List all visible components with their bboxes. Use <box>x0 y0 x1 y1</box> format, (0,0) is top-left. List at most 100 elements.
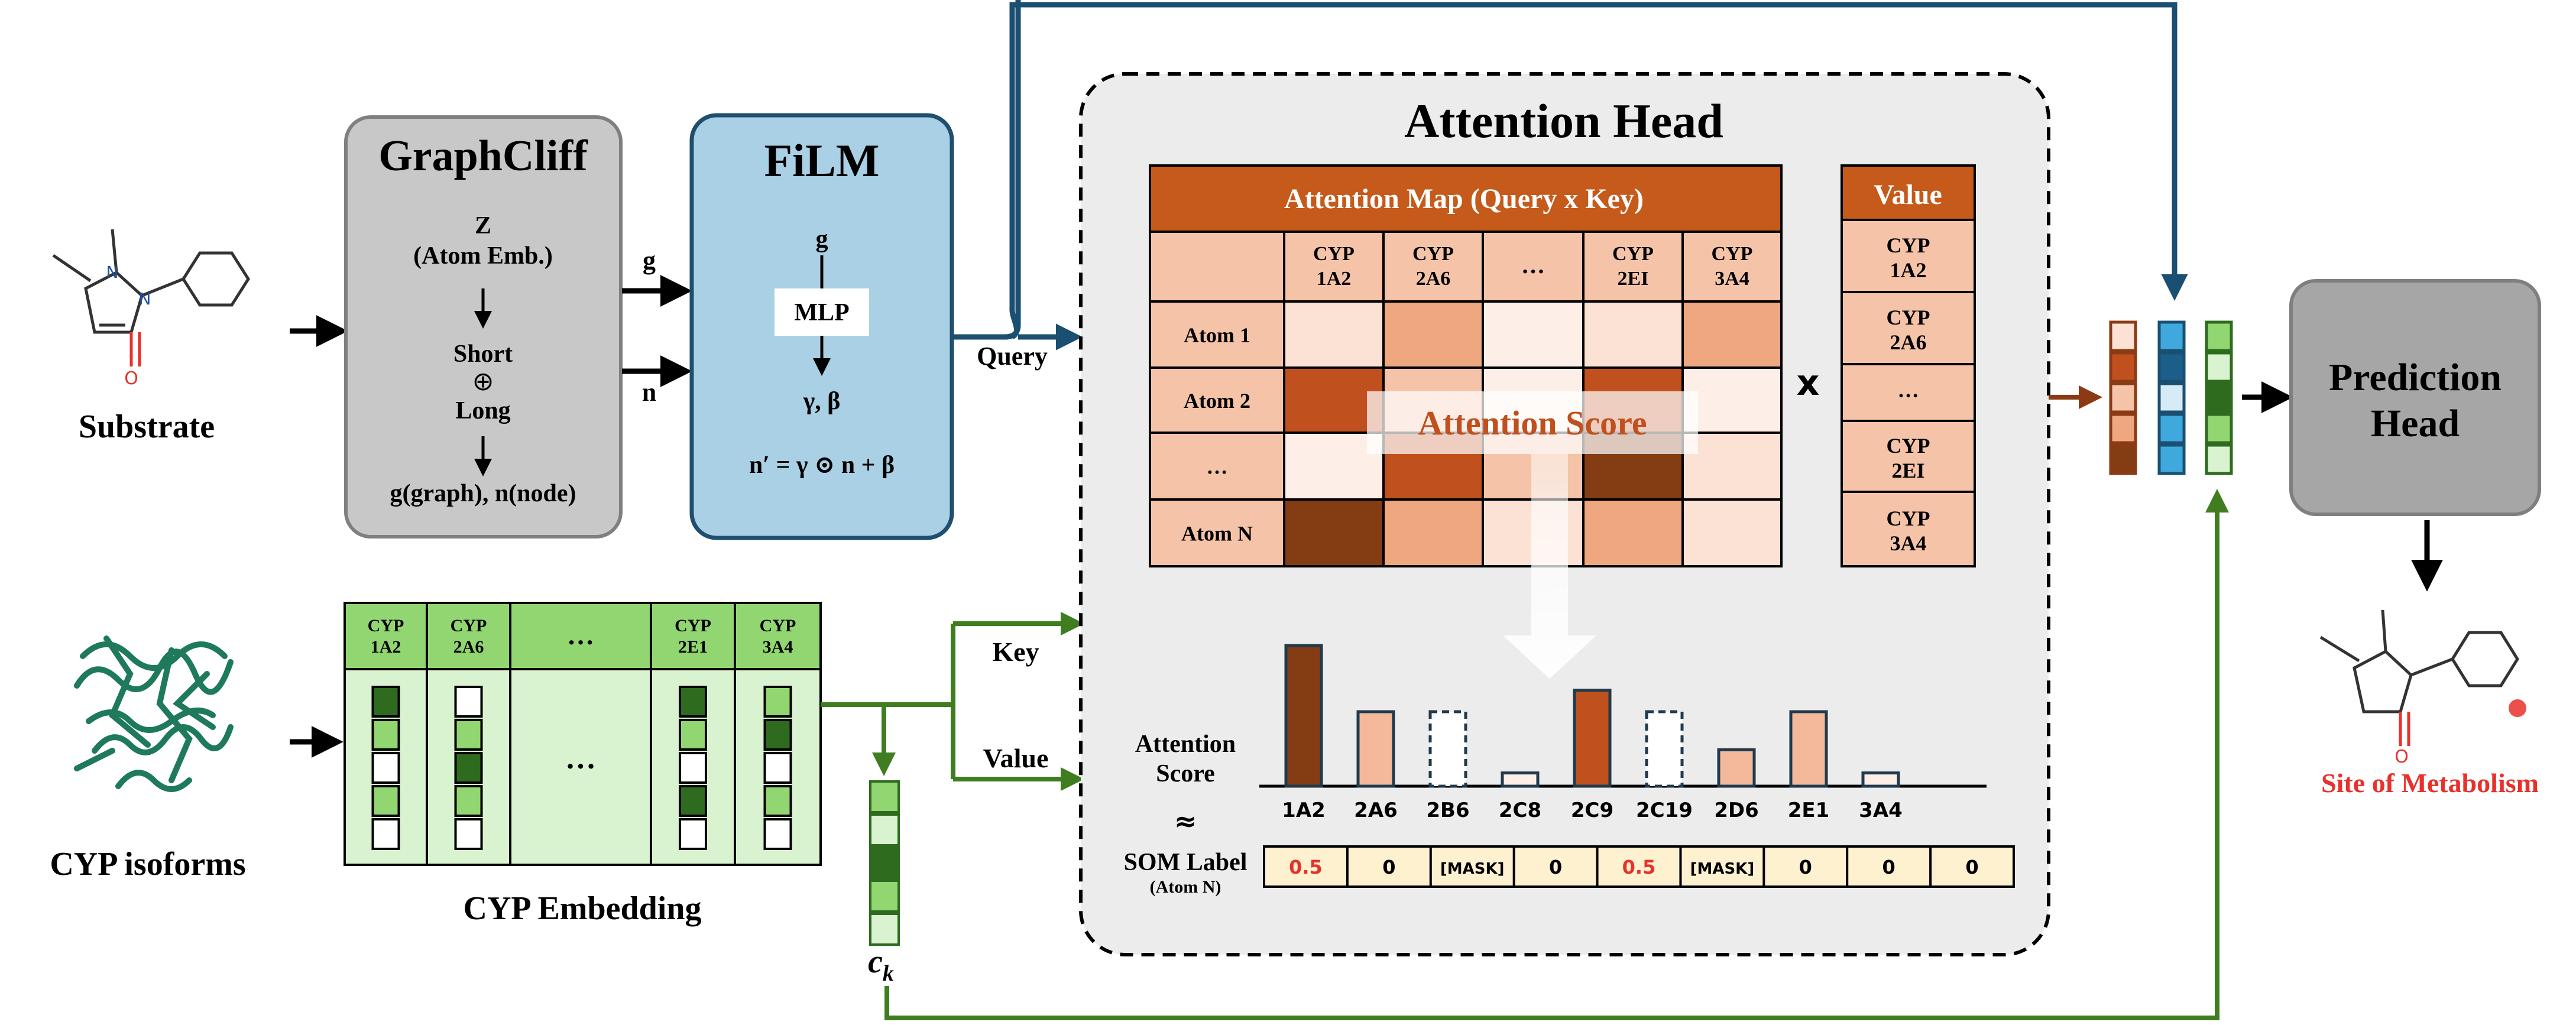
combined-vector-cell <box>2157 382 2186 414</box>
som-value: [MASK] <box>1440 860 1505 878</box>
value-title: Value <box>1874 179 1942 210</box>
attention-map-cell <box>1283 498 1385 567</box>
embedding-header: CYP <box>760 616 796 635</box>
graphcliff-short: Short <box>453 340 513 368</box>
embedding-vector-cell <box>454 719 483 751</box>
bar-category-label: 1A2 <box>1282 799 1326 822</box>
attention-map-cell <box>1681 300 1783 369</box>
attention-map-cell <box>1382 300 1484 369</box>
query-skip-line <box>1009 2 2188 339</box>
embedding-vector-cell <box>763 686 792 718</box>
substrate-n1-atom: N <box>106 262 119 282</box>
multiply-symbol: x <box>1797 362 1820 404</box>
score-bar <box>1573 689 1612 788</box>
embedding-header: 3A4 <box>763 637 793 657</box>
ck-vector-cell <box>869 813 900 846</box>
prediction-head-box <box>2289 279 2541 516</box>
attention-map-col-label: 3A4 <box>1715 268 1749 290</box>
embedding-vector-cell <box>371 686 400 718</box>
embedding-header: CYP <box>675 616 711 635</box>
graphcliff-box: GraphCliff Z (Atom Emb.) Short ⊕ Long g(… <box>344 115 623 539</box>
value-header-bar <box>1841 164 1976 221</box>
attention-map-col-label: CYP <box>1612 243 1654 265</box>
graphcliff-output: g(graph), n(node) <box>390 480 576 507</box>
combined-vector-cell <box>2109 413 2137 445</box>
attention-map-row-header <box>1149 498 1285 567</box>
attention-score-overlay-bg <box>1367 391 1698 454</box>
value-item-label: 2EI <box>1891 459 1924 482</box>
som-value: 0 <box>1382 856 1395 878</box>
combined-vector-cell <box>2109 382 2137 414</box>
som-value: 0.5 <box>1289 856 1323 878</box>
value-item <box>1841 219 1976 293</box>
embedding-header: CYP <box>451 616 487 635</box>
som-value: 0 <box>1799 856 1812 878</box>
embedding-vector-cell <box>763 752 792 784</box>
score-bar <box>1501 771 1540 788</box>
query-arrow <box>953 0 1077 340</box>
film-box: FiLM g MLP γ, β n′ = γ ⊙ n + β <box>689 113 954 540</box>
embedding-header-ellipsis: … <box>567 620 594 650</box>
ck-label: ck <box>868 943 894 986</box>
score-bar <box>1284 644 1323 788</box>
bar-category-label: 2C8 <box>1499 799 1541 822</box>
embedding-vector-cell <box>679 785 707 817</box>
value-label: Value <box>983 743 1049 773</box>
substrate-o-atom: O <box>124 368 138 389</box>
combined-vector-cell <box>2157 351 2186 383</box>
embedding-vector-cell <box>454 686 483 718</box>
embedding-vector-cell <box>763 719 792 751</box>
attention-map-col-label: 2A6 <box>1416 268 1451 290</box>
bar-category-label: 2E1 <box>1788 799 1830 822</box>
attention-map-row-label: Atom 1 <box>1184 323 1250 347</box>
substrate-n2-atom: N <box>139 289 151 309</box>
key-label: Key <box>992 637 1039 667</box>
attention-map-cell <box>1382 498 1484 567</box>
embedding-vector-cell <box>371 818 400 850</box>
score-bar <box>1717 748 1756 788</box>
som-value: 0 <box>1965 856 1978 878</box>
prediction-head-line2: Head <box>2371 402 2460 445</box>
embedding-vector-cell <box>679 686 707 718</box>
film-g: g <box>816 226 828 253</box>
combined-vector-cell <box>2157 443 2186 475</box>
output-o-atom: O <box>2394 747 2409 767</box>
query-label: Query <box>977 342 1048 371</box>
embedding-vector-cell <box>679 818 707 850</box>
value-item <box>1841 491 1976 567</box>
score-bar <box>1356 710 1395 788</box>
attention-map-cell <box>1582 498 1684 567</box>
attention-map-cell <box>1681 366 1783 434</box>
cyp-embedding-table: CYP1A2CYP2A6…CYP2E1CYP3A4… <box>344 602 822 866</box>
output-label: Site of Metabolism <box>2321 768 2539 798</box>
som-sub: (Atom N) <box>1150 877 1221 897</box>
attention-map-title: Attention Map (Query x Key) <box>1284 183 1644 215</box>
som-label-row <box>1263 845 2015 888</box>
value-item-label: 1A2 <box>1890 258 1927 282</box>
graphcliff-long: Long <box>455 397 510 424</box>
attention-map-col-label: 1A2 <box>1317 268 1352 290</box>
embedding-vector-cell <box>371 785 400 817</box>
combined-vector-cell <box>2205 413 2233 445</box>
masked-bar <box>1645 710 1684 788</box>
value-item-label: CYP <box>1887 434 1930 458</box>
attention-map-col-header <box>1681 231 1783 303</box>
value-item-label: … <box>1898 378 1919 402</box>
ck-vector <box>869 780 900 946</box>
attention-map-row-label: Atom N <box>1181 522 1253 546</box>
substrate-label: Substrate <box>79 408 215 445</box>
som-label: SOM Label <box>1124 849 1248 876</box>
masked-bar <box>1428 710 1467 788</box>
score-bar <box>1861 771 1900 788</box>
attention-map-header-bar <box>1149 164 1783 233</box>
attention-map-col-header <box>1382 231 1484 303</box>
attention-map-corner-cell <box>1149 231 1285 303</box>
attention-map-row-header <box>1149 432 1285 501</box>
value-item-label: 3A4 <box>1890 531 1927 555</box>
combined-vector-cell <box>2205 320 2233 352</box>
attention-map-cell <box>1582 300 1684 369</box>
bar-category-label: 2C19 <box>1636 799 1693 822</box>
